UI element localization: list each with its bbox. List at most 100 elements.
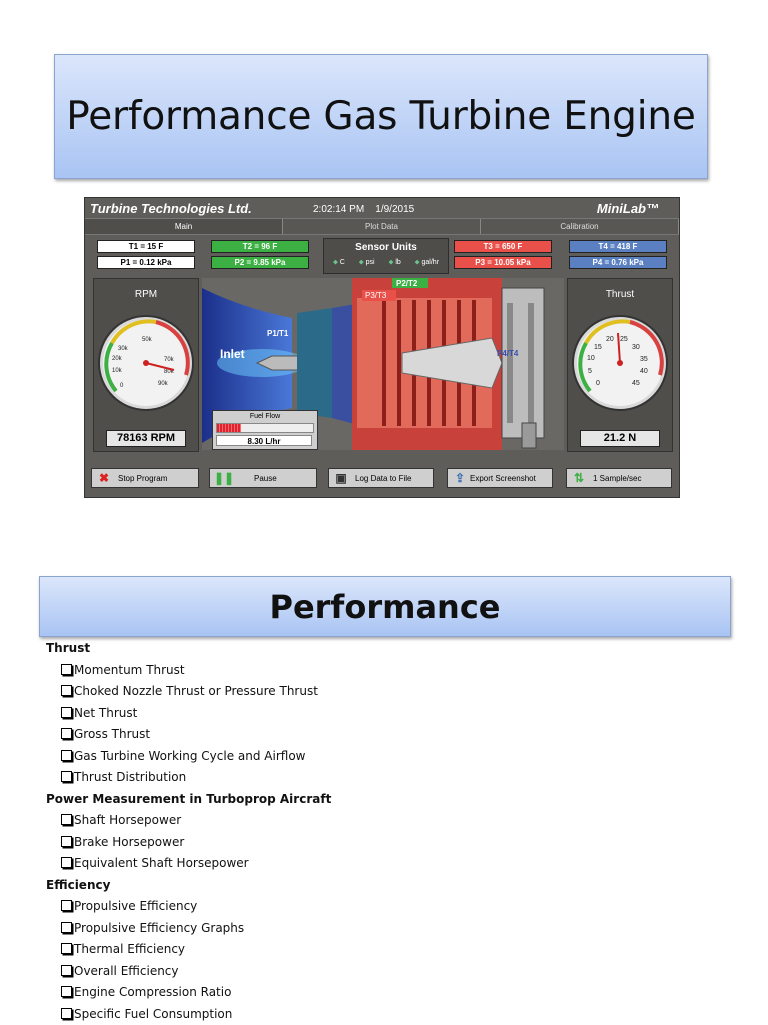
timestamp: 2:02:14 PM 1/9/2015 [313,204,414,215]
rpm-readout: 78163 RPM [106,430,186,447]
outline-item: Shaft Horsepower [46,810,746,832]
outline-item-text: Equivalent Shaft Horsepower [74,856,249,870]
outline-item-text: Propulsive Efficiency Graphs [74,921,244,935]
outline-item: Equivalent Shaft Horsepower [46,853,746,875]
thrust-tick: 40 [640,368,648,375]
outline-item: Overall Efficiency [46,961,746,983]
checkbox-icon [61,750,72,761]
checkbox-icon [61,664,72,675]
engine-label-p1t1: P1/T1 [267,329,289,338]
checkbox-icon [61,836,72,847]
outline-item-text: Gas Turbine Working Cycle and Airflow [74,749,305,763]
outline-item: Choked Nozzle Thrust or Pressure Thrust [46,681,746,703]
stop-x-icon: ✖ [96,471,112,485]
outline-item-text: Thermal Efficiency [74,942,185,956]
thrust-tick: 5 [588,368,592,375]
tab-plot-data[interactable]: Plot Data [283,219,481,234]
arrows-icon: ⬥ [415,259,420,266]
export-screenshot-label: Export Screenshot [470,474,536,483]
rpm-tick: 30k [118,346,129,352]
outline-item-text: Momentum Thrust [74,663,185,677]
tab-bar: Main Plot Data Calibration [85,218,679,235]
slide-title: Performance Gas Turbine Engine [54,54,708,179]
log-data-label: Log Data to File [355,474,411,483]
tab-calibration[interactable]: Calibration [481,219,679,234]
save-disk-icon: ▣ [333,471,349,485]
checkbox-icon [61,728,72,739]
tab-main[interactable]: Main [85,219,283,234]
sensor-t4: T4 = 418 F [569,240,667,253]
outline-item: Brake Horsepower [46,832,746,854]
rpm-tick: 90k [158,381,169,387]
outline-item-text: Shaft Horsepower [74,813,181,827]
thrust-gauge: 0 5 10 15 20 25 30 35 40 45 [568,305,672,415]
rpm-tick: 20k [112,356,123,362]
outline-item: Engine Compression Ratio [46,982,746,1004]
thrust-tick: 15 [594,344,602,351]
checkbox-icon [61,1008,72,1019]
outline-item: Propulsive Efficiency Graphs [46,918,746,940]
checkbox-icon [61,900,72,911]
thrust-tick: 10 [587,355,595,362]
rpm-tick: 10k [112,368,123,374]
checkbox-icon [61,814,72,825]
section-title: Performance [39,576,731,637]
brand-name: MiniLab™ [597,201,659,216]
minilab-panel: Turbine Technologies Ltd. 2:02:14 PM 1/9… [84,197,680,498]
outline-item: Thrust Distribution [46,767,746,789]
sensor-p1: P1 = 0.12 kPa [97,256,195,269]
arrows-icon: ⬥ [333,259,338,266]
sample-rate-button[interactable]: ⇅ 1 Sample/sec [566,468,672,488]
outline-item: Momentum Thrust [46,660,746,682]
outline-item: Net Thrust [46,703,746,725]
sensor-p2: P2 = 9.85 kPa [211,256,309,269]
pause-label: Pause [254,474,277,483]
outline-item-text: Brake Horsepower [74,835,184,849]
unit-option-c[interactable]: ⬥ C [333,259,345,267]
arrows-icon: ⬥ [359,259,364,266]
pause-button[interactable]: ❚❚ Pause [209,468,317,488]
export-icon: ⇪ [452,471,468,485]
arrows-icon: ⇅ [571,471,587,485]
outline-item: Gross Thrust [46,724,746,746]
outline-item-text: Engine Compression Ratio [74,985,231,999]
thrust-tick: 25 [620,336,628,343]
engine-label-inlet: Inlet [220,347,245,361]
rpm-tick: 50k [142,337,153,343]
thrust-tick: 35 [640,356,648,363]
export-screenshot-button[interactable]: ⇪ Export Screenshot [447,468,553,488]
checkbox-icon [61,986,72,997]
fuel-flow-bar [216,423,314,433]
outline-item-text: Choked Nozzle Thrust or Pressure Thrust [74,684,318,698]
unit-option-psi[interactable]: ⬥ psi [359,259,375,267]
outline-heading: Power Measurement in Turboprop Aircraft [46,789,746,811]
date: 1/9/2015 [375,204,414,215]
thrust-gauge-label: Thrust [568,289,672,300]
thrust-gauge-box: Thrust 0 5 10 15 20 25 30 35 40 45 21.2 … [567,278,673,452]
unit-option-galhr[interactable]: ⬥ gal/hr [415,259,439,267]
sample-rate-label: 1 Sample/sec [593,474,641,483]
checkbox-icon [61,922,72,933]
thrust-tick: 20 [606,336,614,343]
checkbox-icon [61,707,72,718]
button-bar: ✖ Stop Program ❚❚ Pause ▣ Log Data to Fi… [85,460,679,490]
fuel-flow-value: 8.30 L/hr [216,435,312,446]
engine-label-p3t3: P3/T3 [365,291,387,300]
unit-label: lb [395,259,400,266]
company-name: Turbine Technologies Ltd. [90,201,252,216]
outline-item: Propulsive Efficiency [46,896,746,918]
outline-item-text: Overall Efficiency [74,964,179,978]
sensor-p4: P4 = 0.76 kPa [569,256,667,269]
stop-program-label: Stop Program [118,474,167,483]
outline-item: Specific Fuel Consumption [46,1004,746,1025]
stop-program-button[interactable]: ✖ Stop Program [91,468,199,488]
sensor-t2: T2 = 96 F [211,240,309,253]
checkbox-icon [61,685,72,696]
unit-option-lb[interactable]: ⬥ lb [388,259,400,267]
fuel-flow-box: Fuel Flow 8.30 L/hr [212,410,318,450]
log-data-button[interactable]: ▣ Log Data to File [328,468,434,488]
outline-heading: Efficiency [46,875,746,897]
outline-item-text: Net Thrust [74,706,137,720]
sensor-units-title: Sensor Units [324,242,448,253]
sensor-units-box: Sensor Units ⬥ C ⬥ psi ⬥ lb ⬥ gal/hr [323,238,449,274]
